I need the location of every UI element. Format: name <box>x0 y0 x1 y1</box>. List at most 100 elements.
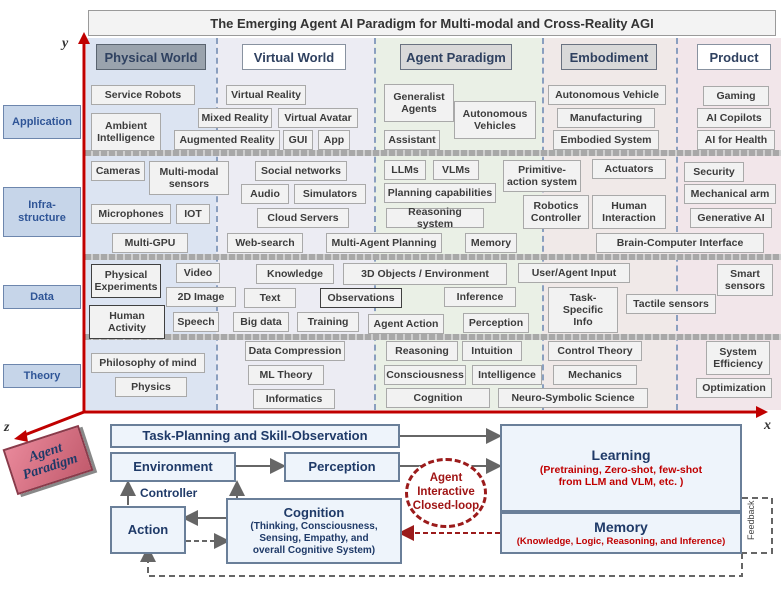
row-label-application: Application <box>3 105 81 139</box>
box-human-interaction: Human Interaction <box>592 195 666 229</box>
learning-subtitle: (Pretraining, Zero-shot, few-shot from L… <box>539 463 703 489</box>
column-header-embodiment: Embodiment <box>561 44 657 70</box>
box-virtual-avatar: Virtual Avatar <box>278 108 358 128</box>
box-2d-image: 2D Image <box>166 287 236 307</box>
agent-interactive-closed-loop: Agent Interactive Closed-loop <box>405 458 487 528</box>
row-label-data: Data <box>3 285 81 309</box>
box-reasoning-system: Reasoning system <box>386 206 484 230</box>
box-task-specific-info: Task- Specific Info <box>548 287 618 333</box>
column-divider <box>676 38 678 410</box>
box-mechanical-arm: Mechanical arm <box>684 184 776 204</box>
environment-node: Environment <box>110 452 236 482</box>
x-axis-label: x <box>764 418 771 433</box>
box-mechanics: Mechanics <box>553 365 637 385</box>
row-label-theory: Theory <box>3 364 81 388</box>
box-mixed-reality: Mixed Reality <box>198 108 272 128</box>
cognition-subtitle: (Thinking, Consciousness, Sensing, Empat… <box>250 520 378 556</box>
box-social-networks: Social networks <box>255 161 347 181</box>
learning-node: Learning (Pretraining, Zero-shot, few-sh… <box>500 424 742 512</box>
box-planning-capabilities: Planning capabilities <box>384 183 496 203</box>
box-autonomous-vehicle: Autonomous Vehicle <box>548 85 666 105</box>
box-inference: Inference <box>444 287 516 307</box>
column-divider <box>374 38 376 410</box>
box-intelligence: Intelligence <box>472 365 542 385</box>
box-primitive-action-system: Primitive- action system <box>503 160 581 192</box>
column-header-physical-world: Physical World <box>96 44 206 70</box>
box-app: App <box>318 130 350 150</box>
box-user-agent-input: User/Agent Input <box>518 263 630 283</box>
box-virtual-reality: Virtual Reality <box>226 85 306 105</box>
box-reasoning: Reasoning <box>386 341 458 361</box>
box-manufacturing: Manufacturing <box>557 108 655 128</box>
z-axis-label: z <box>4 420 10 435</box>
column-header-virtual-world: Virtual World <box>242 44 346 70</box>
box-web-search: Web-search <box>227 233 303 253</box>
perception-node: Perception <box>284 452 400 482</box>
box-optimization: Optimization <box>696 378 772 398</box>
box-microphones: Microphones <box>91 204 171 224</box>
column-divider <box>216 38 218 410</box>
box-data-compression: Data Compression <box>245 341 345 361</box>
box-gaming: Gaming <box>703 86 769 106</box>
box-perception: Perception <box>463 313 529 333</box>
box-generalist-agents: Generalist Agents <box>384 84 454 122</box>
box-big-data: Big data <box>233 312 289 332</box>
box-iot: IOT <box>176 204 210 224</box>
box-multi-agent-planning: Multi-Agent Planning <box>326 233 442 253</box>
controller-label: Controller <box>140 486 198 500</box>
box-knowledge: Knowledge <box>256 264 334 284</box>
box-multi-gpu: Multi-GPU <box>112 233 188 253</box>
box-neuro-symbolic-science: Neuro-Symbolic Science <box>498 388 648 408</box>
box-text: Text <box>244 288 296 308</box>
box-informatics: Informatics <box>253 389 335 409</box>
action-node: Action <box>110 506 186 554</box>
agent-paradigm-label: Agent Paradigm <box>20 440 80 484</box>
box-smart-sensors: Smart sensors <box>717 264 773 296</box>
box-cognition: Cognition <box>386 388 490 408</box>
box-agent-action: Agent Action <box>368 314 444 334</box>
column-header-agent-paradigm: Agent Paradigm <box>400 44 512 70</box>
box-augmented-reality: Augmented Reality <box>174 130 280 150</box>
box-human-activity: Human Activity <box>89 305 165 339</box>
column-header-product: Product <box>697 44 771 70</box>
box-ai-copilots: AI Copilots <box>697 108 771 128</box>
box-audio: Audio <box>241 184 289 204</box>
box-intuition: Intuition <box>462 341 522 361</box>
box-robotics-controller: Robotics Controller <box>523 195 589 229</box>
box-brain-computer-interface: Brain-Computer Interface <box>596 233 764 253</box>
box-security: Security <box>684 162 744 182</box>
box-3d-objects-environment: 3D Objects / Environment <box>343 263 507 285</box>
memory-subtitle: (Knowledge, Logic, Reasoning, and Infere… <box>516 535 726 547</box>
y-axis-label: y <box>62 36 69 51</box>
row-separator <box>85 254 781 260</box>
feedback-label: Feedback <box>746 500 756 540</box>
diagram-title: The Emerging Agent AI Paradigm for Multi… <box>88 10 776 36</box>
box-cameras: Cameras <box>91 161 145 181</box>
learning-title: Learning <box>591 447 651 463</box>
box-philosophy-of-mind: Philosophy of mind <box>91 353 205 373</box>
box-memory: Memory <box>465 233 517 253</box>
box-simulators: Simulators <box>294 184 366 204</box>
box-assistant: Assistant <box>384 130 440 150</box>
row-separator <box>85 334 781 340</box>
box-ml-theory: ML Theory <box>248 365 324 385</box>
cognition-title: Cognition <box>283 505 345 521</box>
memory-node: Memory (Knowledge, Logic, Reasoning, and… <box>500 512 742 554</box>
box-training: Training <box>297 312 359 332</box>
memory-title: Memory <box>594 518 648 535</box>
box-observations: Observations <box>320 288 402 308</box>
box-llms: LLMs <box>384 160 426 180</box>
box-vlms: VLMs <box>433 160 479 180</box>
box-actuators: Actuators <box>592 159 666 179</box>
box-autonomous-vehicles: Autonomous Vehicles <box>454 101 536 139</box>
box-tactile-sensors: Tactile sensors <box>626 294 716 314</box>
box-embodied-system: Embodied System <box>553 130 659 150</box>
box-video: Video <box>176 263 220 283</box>
box-physical-experiments: Physical Experiments <box>91 264 161 298</box>
task-planning-bar: Task-Planning and Skill-Observation <box>110 424 400 448</box>
box-service-robots: Service Robots <box>91 85 195 105</box>
box-physics: Physics <box>115 377 187 397</box>
box-speech: Speech <box>173 312 219 332</box>
box-system-efficiency: System Efficiency <box>706 341 770 375</box>
